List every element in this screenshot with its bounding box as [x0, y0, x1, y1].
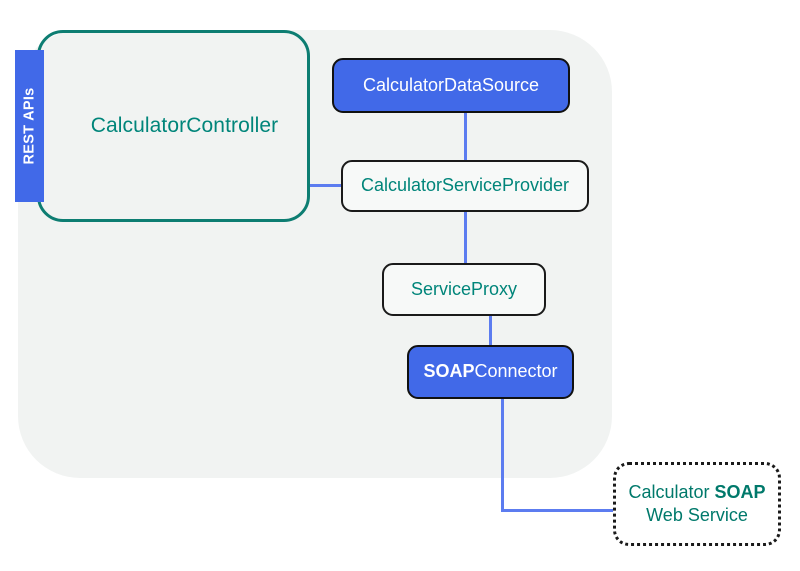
node-calculator-data-source[interactable]: CalculatorDataSource	[332, 58, 570, 113]
node-calculator-controller[interactable]: CalculatorController	[37, 30, 310, 222]
web-service-label-prefix: Calculator	[628, 481, 715, 502]
connector-soapconnector-elbow-vertical	[501, 397, 504, 512]
node-calculator-soap-web-service-label: Calculator SOAP Web Service	[628, 481, 765, 528]
node-calculator-controller-label: CalculatorController	[90, 114, 279, 137]
connector-serviceprovider-to-serviceproxy	[464, 210, 467, 265]
node-calculator-data-source-label: CalculatorDataSource	[362, 74, 540, 95]
connector-datasource-to-serviceprovider	[464, 111, 467, 162]
web-service-label-bold: SOAP	[714, 481, 766, 502]
rest-apis-tab[interactable]: REST APIs	[15, 50, 44, 202]
connector-controller-to-serviceprovider	[308, 184, 344, 187]
node-service-proxy[interactable]: ServiceProxy	[382, 263, 546, 316]
node-calculator-service-provider[interactable]: CalculatorServiceProvider	[341, 160, 589, 212]
node-service-proxy-label: ServiceProxy	[410, 278, 518, 299]
node-soap-connector-label-rest: Connector	[474, 361, 558, 382]
node-soap-connector-label-bold: SOAP	[423, 361, 475, 382]
node-calculator-service-provider-label: CalculatorServiceProvider	[360, 175, 570, 196]
node-calculator-soap-web-service[interactable]: Calculator SOAP Web Service	[613, 462, 781, 546]
connector-soapconnector-elbow-horizontal	[501, 509, 615, 512]
connector-serviceproxy-to-soapconnector	[489, 314, 492, 347]
web-service-label-line2: Web Service	[646, 505, 748, 525]
node-soap-connector-label: SOAPConnector	[423, 361, 557, 383]
rest-apis-tab-label: REST APIs	[21, 87, 38, 165]
node-soap-connector[interactable]: SOAPConnector	[407, 345, 574, 399]
